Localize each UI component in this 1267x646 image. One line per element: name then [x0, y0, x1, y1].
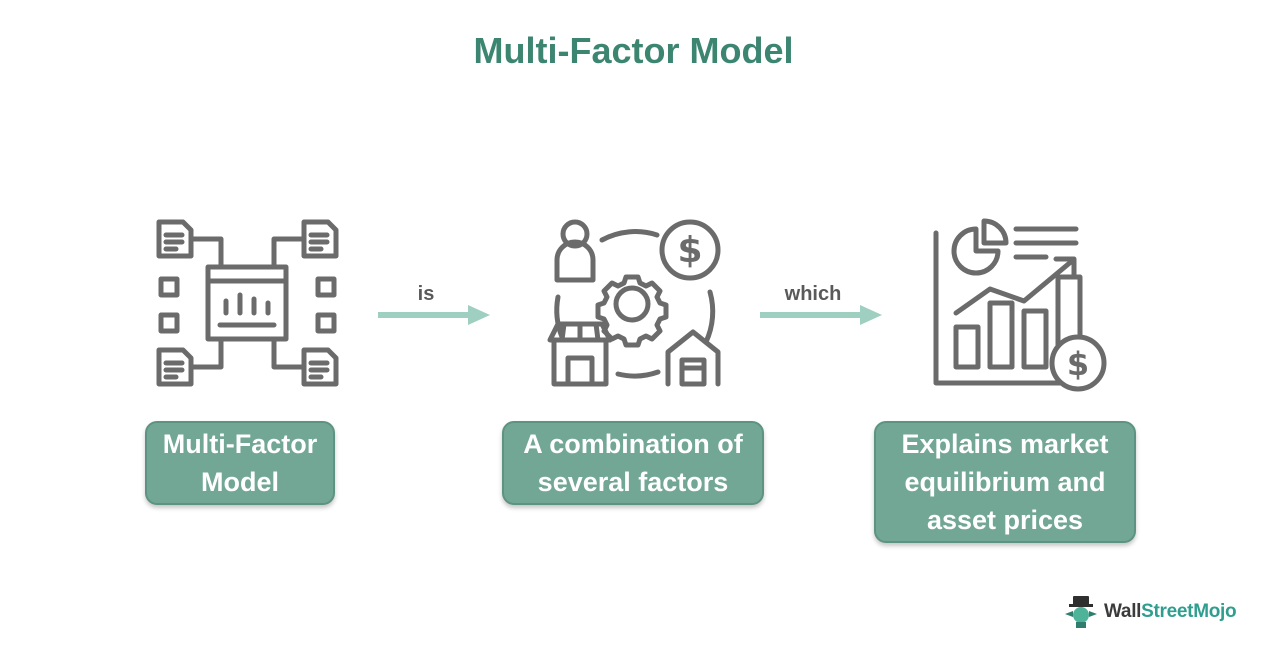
connector-which-label: which: [784, 283, 842, 305]
node-model-label: Multi-Factor Model: [145, 421, 335, 505]
connector-which-arrow: [760, 305, 882, 325]
growth-chart-icon: $: [933, 218, 1107, 392]
page-title: Multi-Factor Model: [473, 30, 794, 71]
logo-word-streetmojo: StreetMojo: [1141, 601, 1237, 622]
dashboard-network-icon: [156, 219, 339, 387]
connector-is-arrow: [378, 305, 490, 325]
logo-word-wall: Wall: [1104, 601, 1142, 622]
logo-text: WallStreetMojo: [1104, 601, 1237, 623]
node-factors-label: A combination of several factors: [502, 421, 764, 505]
svg-text:$: $: [1067, 345, 1089, 383]
brand-logo: WallStreetMojo: [1062, 594, 1237, 630]
factors-cycle-icon: $: [547, 219, 721, 387]
mojo-mascot-icon: [1065, 596, 1097, 628]
node-result-label: Explains market equilibrium and asset pr…: [874, 421, 1136, 543]
svg-text:$: $: [677, 230, 702, 271]
connector-is-label: is: [417, 283, 435, 305]
